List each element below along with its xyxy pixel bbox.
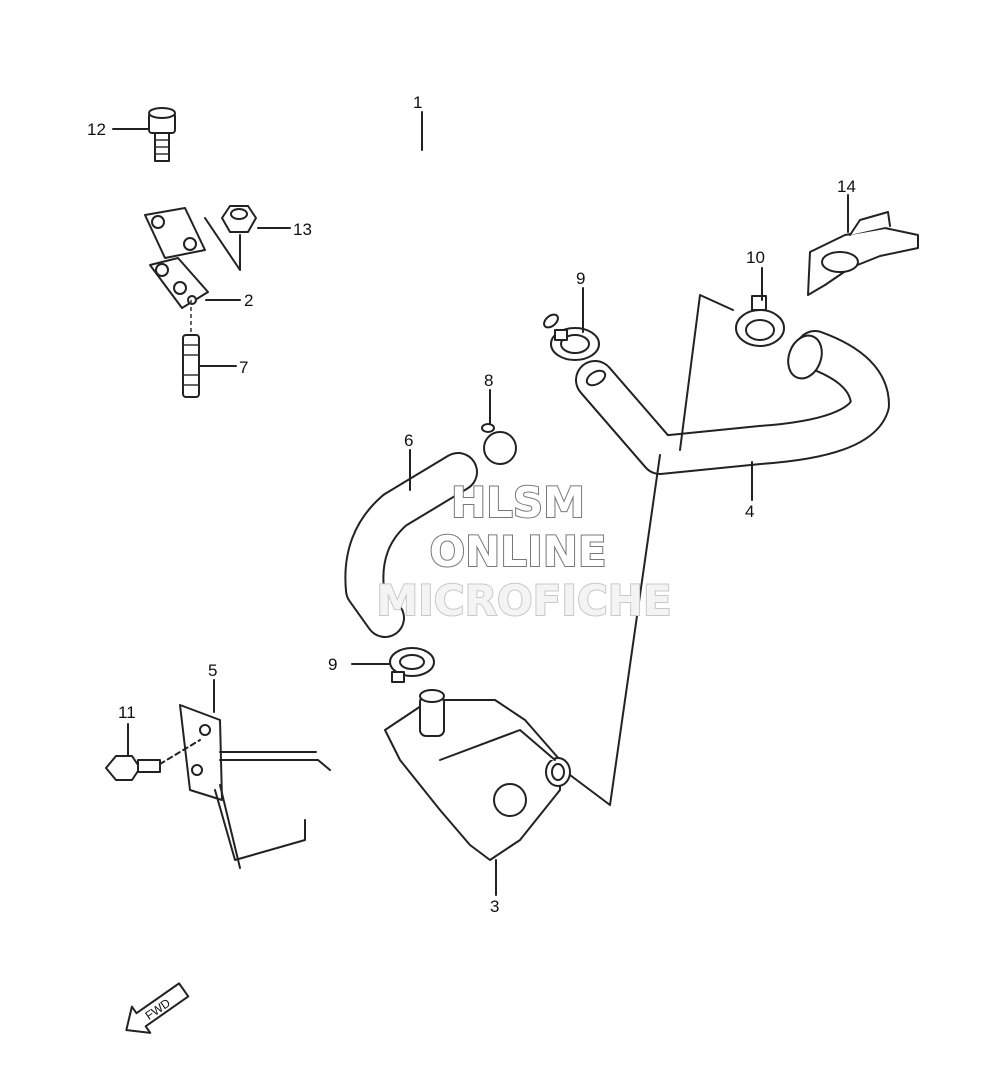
part-9-clamp-lower[interactable] [389,647,435,683]
callout-11: 11 [118,703,136,722]
part-3-valve[interactable] [384,454,661,861]
watermark-line2: ONLINE [429,527,606,576]
callout-10: 10 [746,248,765,267]
callout-3: 3 [490,897,499,916]
pipe-flange [144,207,206,259]
part-11-bolt[interactable] [105,739,201,781]
part-6-hose[interactable] [344,452,478,638]
part-13-nut[interactable] [204,205,257,271]
callout-6: 6 [404,431,413,450]
part-8-cap[interactable] [481,423,517,465]
part-4-hose[interactable] [575,330,890,475]
callout-13: 13 [293,220,312,239]
fwd-arrow-icon: FWD [125,982,190,1034]
callout-14: 14 [837,177,856,196]
part-1-pipe[interactable] [153,111,561,330]
part-14-clip[interactable] [807,211,919,296]
part-5-bracket[interactable] [179,704,331,869]
part-10-clamp[interactable] [679,294,785,451]
part-9-clamp-upper[interactable] [550,327,600,361]
callout-4: 4 [745,502,754,521]
callouts: 1 12 13 2 7 9 10 14 8 6 4 9 5 11 3 [87,93,856,916]
part-12-bolt[interactable] [148,107,176,162]
callout-9-upper: 9 [576,269,585,288]
callout-8: 8 [484,371,493,390]
callout-12: 12 [87,120,106,139]
part-2-gasket[interactable] [149,257,209,309]
callout-5: 5 [208,661,217,680]
callout-1: 1 [413,93,422,112]
watermark-line3: MICROFICHE [376,576,671,625]
callout-9-lower: 9 [328,655,337,674]
callout-2: 2 [244,291,253,310]
callout-7: 7 [239,358,248,377]
watermark: HLSM ONLINE MICROFICHE [375,477,672,626]
watermark-line1: HLSM [451,478,585,527]
part-7-stud[interactable] [182,300,200,398]
